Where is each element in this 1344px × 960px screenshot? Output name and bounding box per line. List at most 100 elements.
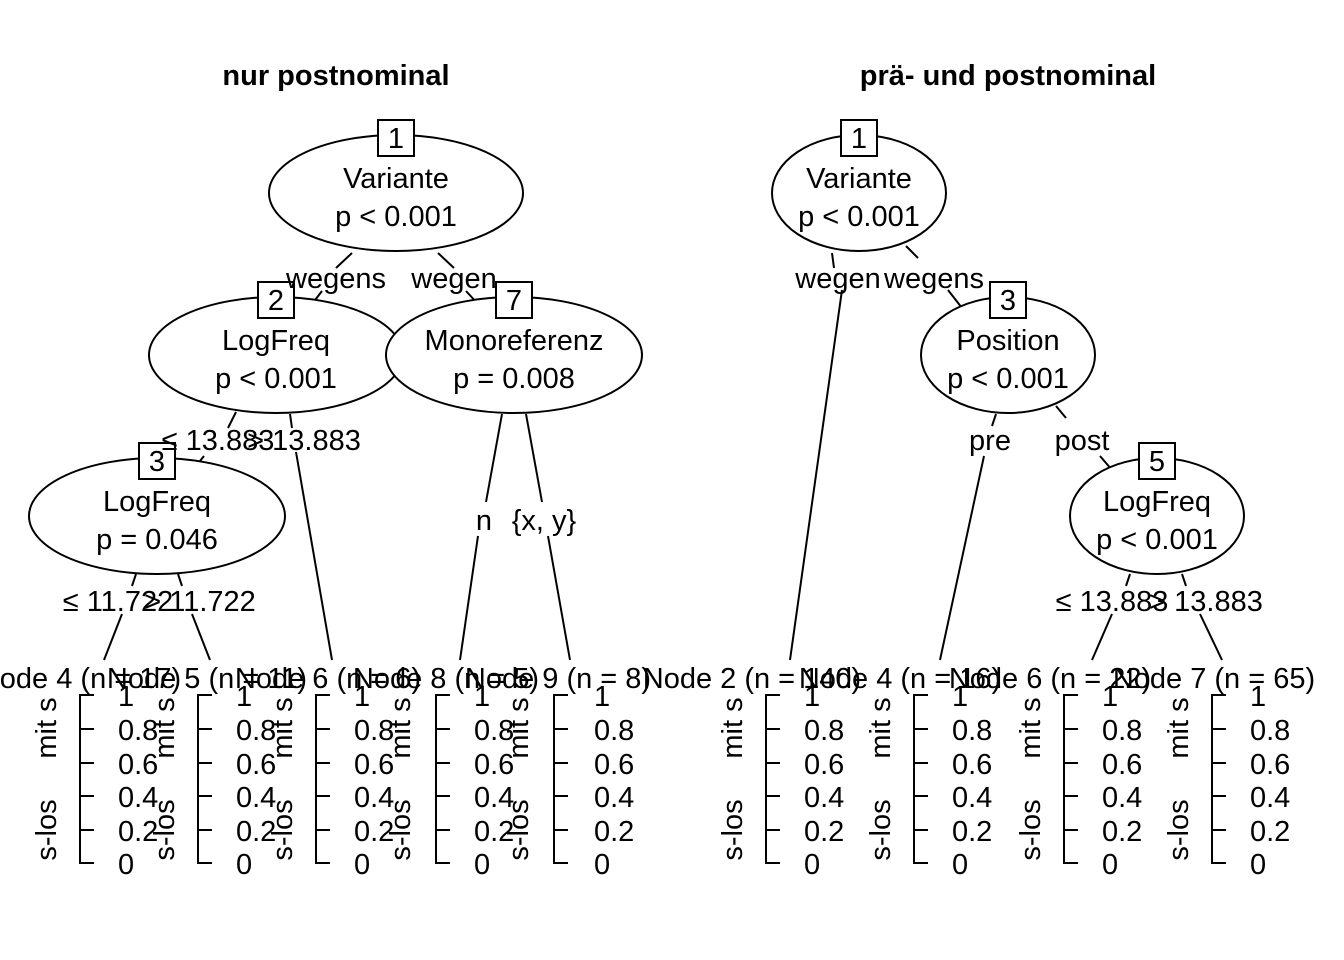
tick-label: 0.8 [1102,715,1142,747]
ylabel-bottom: s-los [503,799,535,860]
edge [947,289,963,309]
ylabel-bottom: s-los [1015,799,1047,860]
ylabel-bottom: s-los [267,799,299,860]
tick-label: 0.2 [1250,816,1290,848]
tick-label: 1 [1250,681,1266,713]
edge-label: pre [969,425,1011,457]
axis [315,694,330,864]
terminal-node-6: Node 6 (n = 6) mit s s-los 1 0.8 0.6 0.4… [235,663,421,881]
edge [1091,613,1113,661]
edge [295,451,333,661]
tick-label: 1 [118,681,134,713]
edge-label: > 13.883 [1149,586,1263,618]
terminal-node-8: Node 8 (n = 5) mit s s-los 1 0.8 0.6 0.4… [353,663,539,881]
edge-label: > 11.722 [144,586,256,618]
edge-label: > 13.883 [247,425,361,457]
edge [991,413,997,427]
axis [553,694,568,864]
tick-label: 0.8 [594,715,634,747]
terminal-label: Node 2 (n = 140) [643,663,861,695]
node-id: 3 [149,446,165,478]
node-id-box [257,281,295,319]
node-id-box [840,119,878,157]
tick-label: 1 [474,681,490,713]
tick-label: 0.6 [354,749,394,781]
terminal-label: Node 8 (n = 5) [353,663,539,695]
tick-label: 0.2 [474,816,514,848]
node-id: 3 [1000,285,1016,317]
axis [913,694,928,864]
edge [547,535,571,661]
terminal-label: Node 4 (n = 16) [799,663,1001,695]
edge [1199,613,1223,661]
edge [939,455,985,661]
tick-label: 0.8 [236,715,276,747]
edge-label: wegen [410,263,496,295]
node-id-box [377,119,415,157]
terminal-label: Node 4 (n = 17) [0,663,181,695]
node-variable: Variante [343,163,449,195]
node-id: 1 [851,123,867,155]
tick-label: 0.8 [952,715,992,747]
node-variable: Monoreferenz [425,325,604,357]
tick-label: 0.6 [1250,749,1290,781]
node-variable: Position [956,325,1059,357]
tick-label: 1 [1102,681,1118,713]
edge [525,413,543,503]
tick-label: 1 [804,681,820,713]
ylabel-top: mit s [1015,697,1047,758]
panel-prae-und-postnominal: prä- und postnominal 1 Variante p < 0.00… [643,60,1315,881]
tick-label: 0.2 [118,816,158,848]
tick-label: 0 [594,849,610,881]
tick-label: 0.6 [594,749,634,781]
edge [227,411,237,429]
tick-label: 0.8 [1250,715,1290,747]
tick-label: 0.6 [236,749,276,781]
terminal-node-5: Node 5 (n = 11) mit s s-los 1 0.8 0.6 0.… [107,663,307,881]
node-pvalue: p < 0.001 [215,363,337,395]
axis [79,694,94,864]
tick-label: 0 [354,849,370,881]
node-variable: LogFreq [222,325,330,357]
tick-label: 0.4 [1102,782,1142,814]
panel-title: nur postnominal [222,60,449,92]
tick-label: 0 [1250,849,1266,881]
edge [831,252,835,269]
ylabel-bottom: s-los [1163,799,1195,860]
ylabel-bottom: s-los [385,799,417,860]
tick-label: 0.4 [236,782,276,814]
edge [1125,573,1131,587]
edge [485,413,503,503]
edge-label: ≤ 11.722 [63,586,174,618]
edge-label: wegen [794,263,880,295]
terminal-label: Node 6 (n = 6) [235,663,421,695]
tick-label: 0.4 [804,782,844,814]
ylabel-top: mit s [1163,697,1195,758]
tick-label: 0.4 [1250,782,1290,814]
terminal-label: Node 6 (n = 22) [949,663,1151,695]
node-variable: LogFreq [1103,486,1211,518]
ylabel-top: mit s [385,697,417,758]
node-pvalue: p < 0.001 [947,363,1069,395]
ylabel-bottom: s-los [865,799,897,860]
tick-label: 0.8 [804,715,844,747]
axis [197,694,212,864]
node-id: 7 [506,285,522,317]
tick-label: 0.4 [474,782,514,814]
edge-label: ≤ 13.883 [1056,586,1169,618]
tick-label: 0.2 [594,816,634,848]
ylabel-top: mit s [717,697,749,758]
terminal-node-4: Node 4 (n = 16) mit s s-los 1 0.8 0.6 0.… [799,663,1001,881]
tick-label: 0.6 [804,749,844,781]
node-variable: Variante [806,163,912,195]
edge [289,413,293,429]
tick-label: 1 [354,681,370,713]
edge-label: wegens [285,263,386,295]
axis [1063,694,1078,864]
ylabel-bottom: s-los [717,799,749,860]
edge [1055,405,1067,419]
tick-label: 0.2 [1102,816,1142,848]
terminal-label: Node 5 (n = 11) [107,663,307,695]
tick-label: 0.4 [594,782,634,814]
